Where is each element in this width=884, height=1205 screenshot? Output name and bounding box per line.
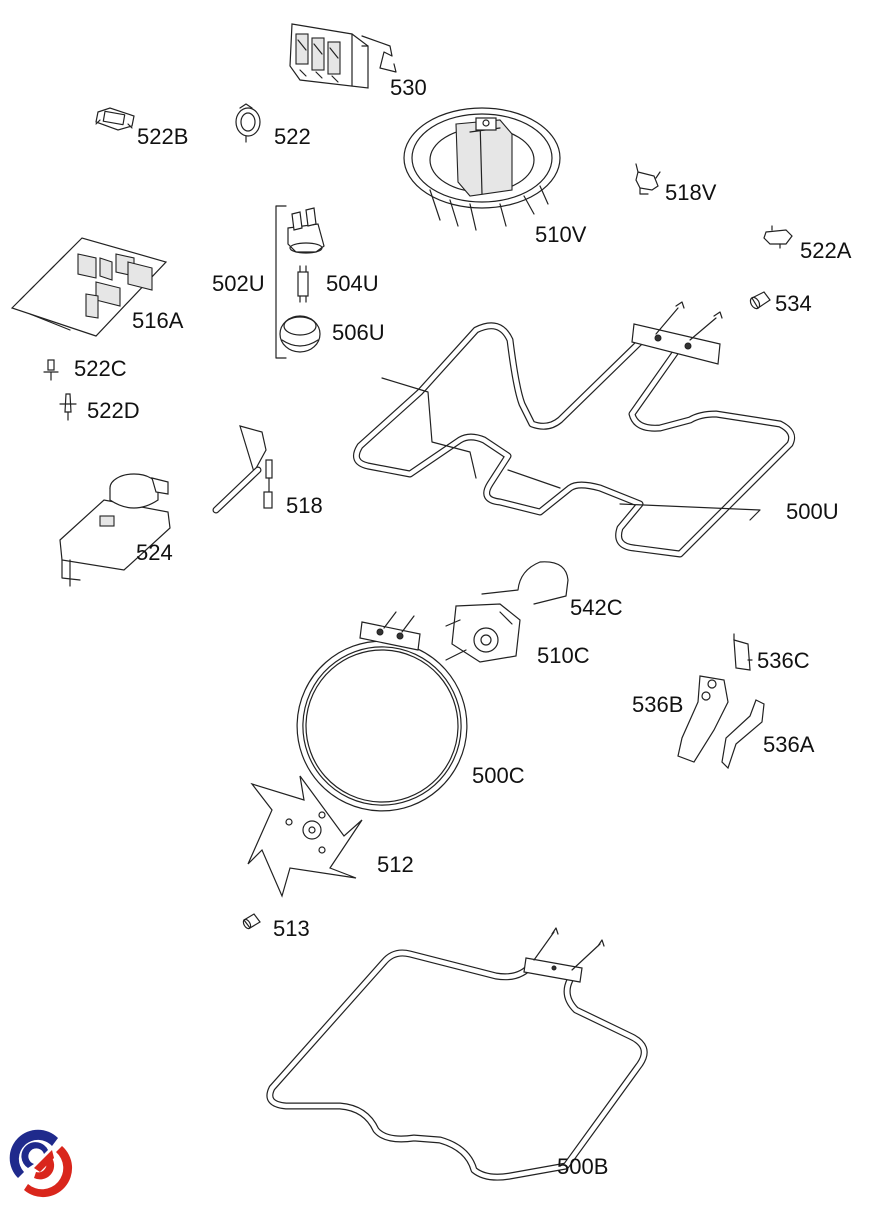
part-536B-bracket <box>677 675 729 763</box>
label-513: 513 <box>273 916 310 941</box>
part-524-door-lock <box>59 473 171 587</box>
part-502U-connector <box>287 207 325 254</box>
label-522D: 522D <box>87 398 140 423</box>
part-504U-lampholder-insert <box>297 265 309 303</box>
part-500U-grill-element <box>352 301 796 558</box>
group-bracket-502U <box>275 205 287 359</box>
part-506U-lamp-cover <box>279 315 321 353</box>
part-542C-wire-clip <box>481 561 569 605</box>
label-536B: 536B <box>632 692 684 717</box>
part-522D-fastener <box>59 393 77 421</box>
label-522C: 522C <box>74 356 127 381</box>
label-516A: 516A <box>132 308 184 333</box>
part-518-temperature-sensor <box>212 425 273 514</box>
part-513-nut <box>242 913 261 930</box>
part-500B-bottom-element <box>266 927 648 1181</box>
label-518V: 518V <box>665 180 717 205</box>
label-500B: 500B <box>557 1154 609 1179</box>
part-510C-convection-motor <box>445 603 521 663</box>
label-530: 530 <box>390 75 427 100</box>
label-500C: 500C <box>472 763 525 788</box>
part-534-spacer <box>749 291 771 310</box>
part-522B-bracket <box>95 107 135 131</box>
part-510V-fan-motor <box>403 107 561 231</box>
part-522C-fastener <box>43 359 59 381</box>
part-530-terminal-block <box>289 23 397 89</box>
label-536C: 536C <box>757 648 810 673</box>
part-536A-slide <box>721 699 765 770</box>
label-510V: 510V <box>535 222 587 247</box>
label-522: 522 <box>274 124 311 149</box>
label-522A: 522A <box>800 238 852 263</box>
label-506U: 506U <box>332 320 385 345</box>
part-516A-control-board <box>10 237 168 337</box>
label-542C: 542C <box>570 595 623 620</box>
label-510C: 510C <box>537 643 590 668</box>
part-518V-thermostat <box>635 163 661 195</box>
label-504U: 504U <box>326 271 379 296</box>
part-522-clamp <box>235 103 261 143</box>
label-512: 512 <box>377 852 414 877</box>
label-524: 524 <box>136 540 173 565</box>
label-536A: 536A <box>763 732 815 757</box>
part-522A-clip <box>763 225 793 249</box>
part-512-fan-blade <box>247 775 363 898</box>
brand-logo <box>9 1129 73 1198</box>
label-518: 518 <box>286 493 323 518</box>
label-502U: 502U <box>212 271 265 296</box>
label-500U: 500U <box>786 499 839 524</box>
part-536C-microswitch <box>733 633 753 671</box>
label-534: 534 <box>775 291 812 316</box>
part-500C-circular-element <box>296 611 468 812</box>
label-522B: 522B <box>137 124 189 149</box>
